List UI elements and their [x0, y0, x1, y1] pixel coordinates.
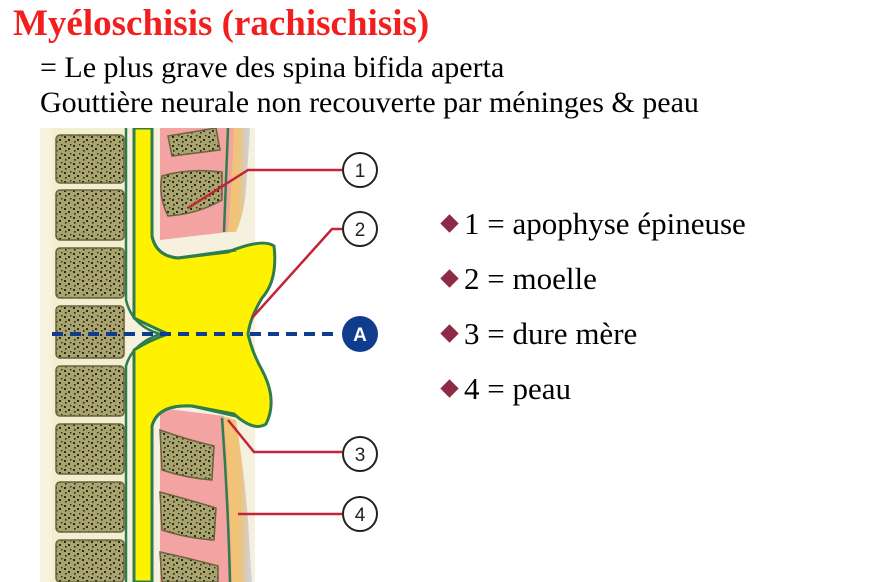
legend-list: 1 = apophyse épineuse 2 = moelle 3 = dur… — [437, 196, 746, 416]
legend-item: 3 = dure mère — [437, 306, 746, 361]
svg-text:A: A — [353, 325, 367, 346]
diamond-bullet-icon — [440, 214, 459, 233]
callout-2: 2 — [342, 211, 378, 247]
subtitle-line-1: = Le plus grave des spina bifida aperta — [40, 51, 505, 84]
legend-item: 2 = moelle — [437, 251, 746, 306]
spinous-process-upper — [160, 128, 223, 217]
myeloschisis-diagram: 1 2 A 3 4 — [40, 128, 394, 582]
vertebral-bodies — [52, 128, 126, 582]
callout-a: A — [342, 316, 378, 352]
spinal-cord — [132, 128, 277, 582]
subtitle-line-2: Gouttière neurale non recouverte par mén… — [40, 86, 699, 119]
spinous-process-lower — [159, 428, 219, 582]
legend-item: 1 = apophyse épineuse — [437, 196, 746, 251]
legend-item: 4 = peau — [437, 361, 746, 416]
diamond-bullet-icon — [440, 379, 459, 398]
callout-1: 1 — [342, 152, 378, 188]
slide-title: Myéloschisis (rachischisis) — [13, 3, 430, 44]
legend-item-label: 2 = moelle — [464, 260, 597, 296]
legend-item-label: 1 = apophyse épineuse — [464, 205, 746, 241]
dura-mater-lower — [150, 404, 237, 582]
svg-text:4: 4 — [355, 505, 366, 526]
dura-mater-upper — [150, 128, 237, 260]
callout-leaders — [187, 168, 342, 516]
svg-text:2: 2 — [355, 220, 366, 241]
svg-text:3: 3 — [355, 445, 366, 466]
svg-text:1: 1 — [355, 161, 366, 182]
legend-item-label: 4 = peau — [464, 370, 572, 406]
callout-4: 4 — [342, 496, 378, 532]
diamond-bullet-icon — [440, 324, 459, 343]
diamond-bullet-icon — [440, 269, 459, 288]
legend-item-label: 3 = dure mère — [464, 315, 638, 351]
callout-3: 3 — [342, 436, 378, 472]
